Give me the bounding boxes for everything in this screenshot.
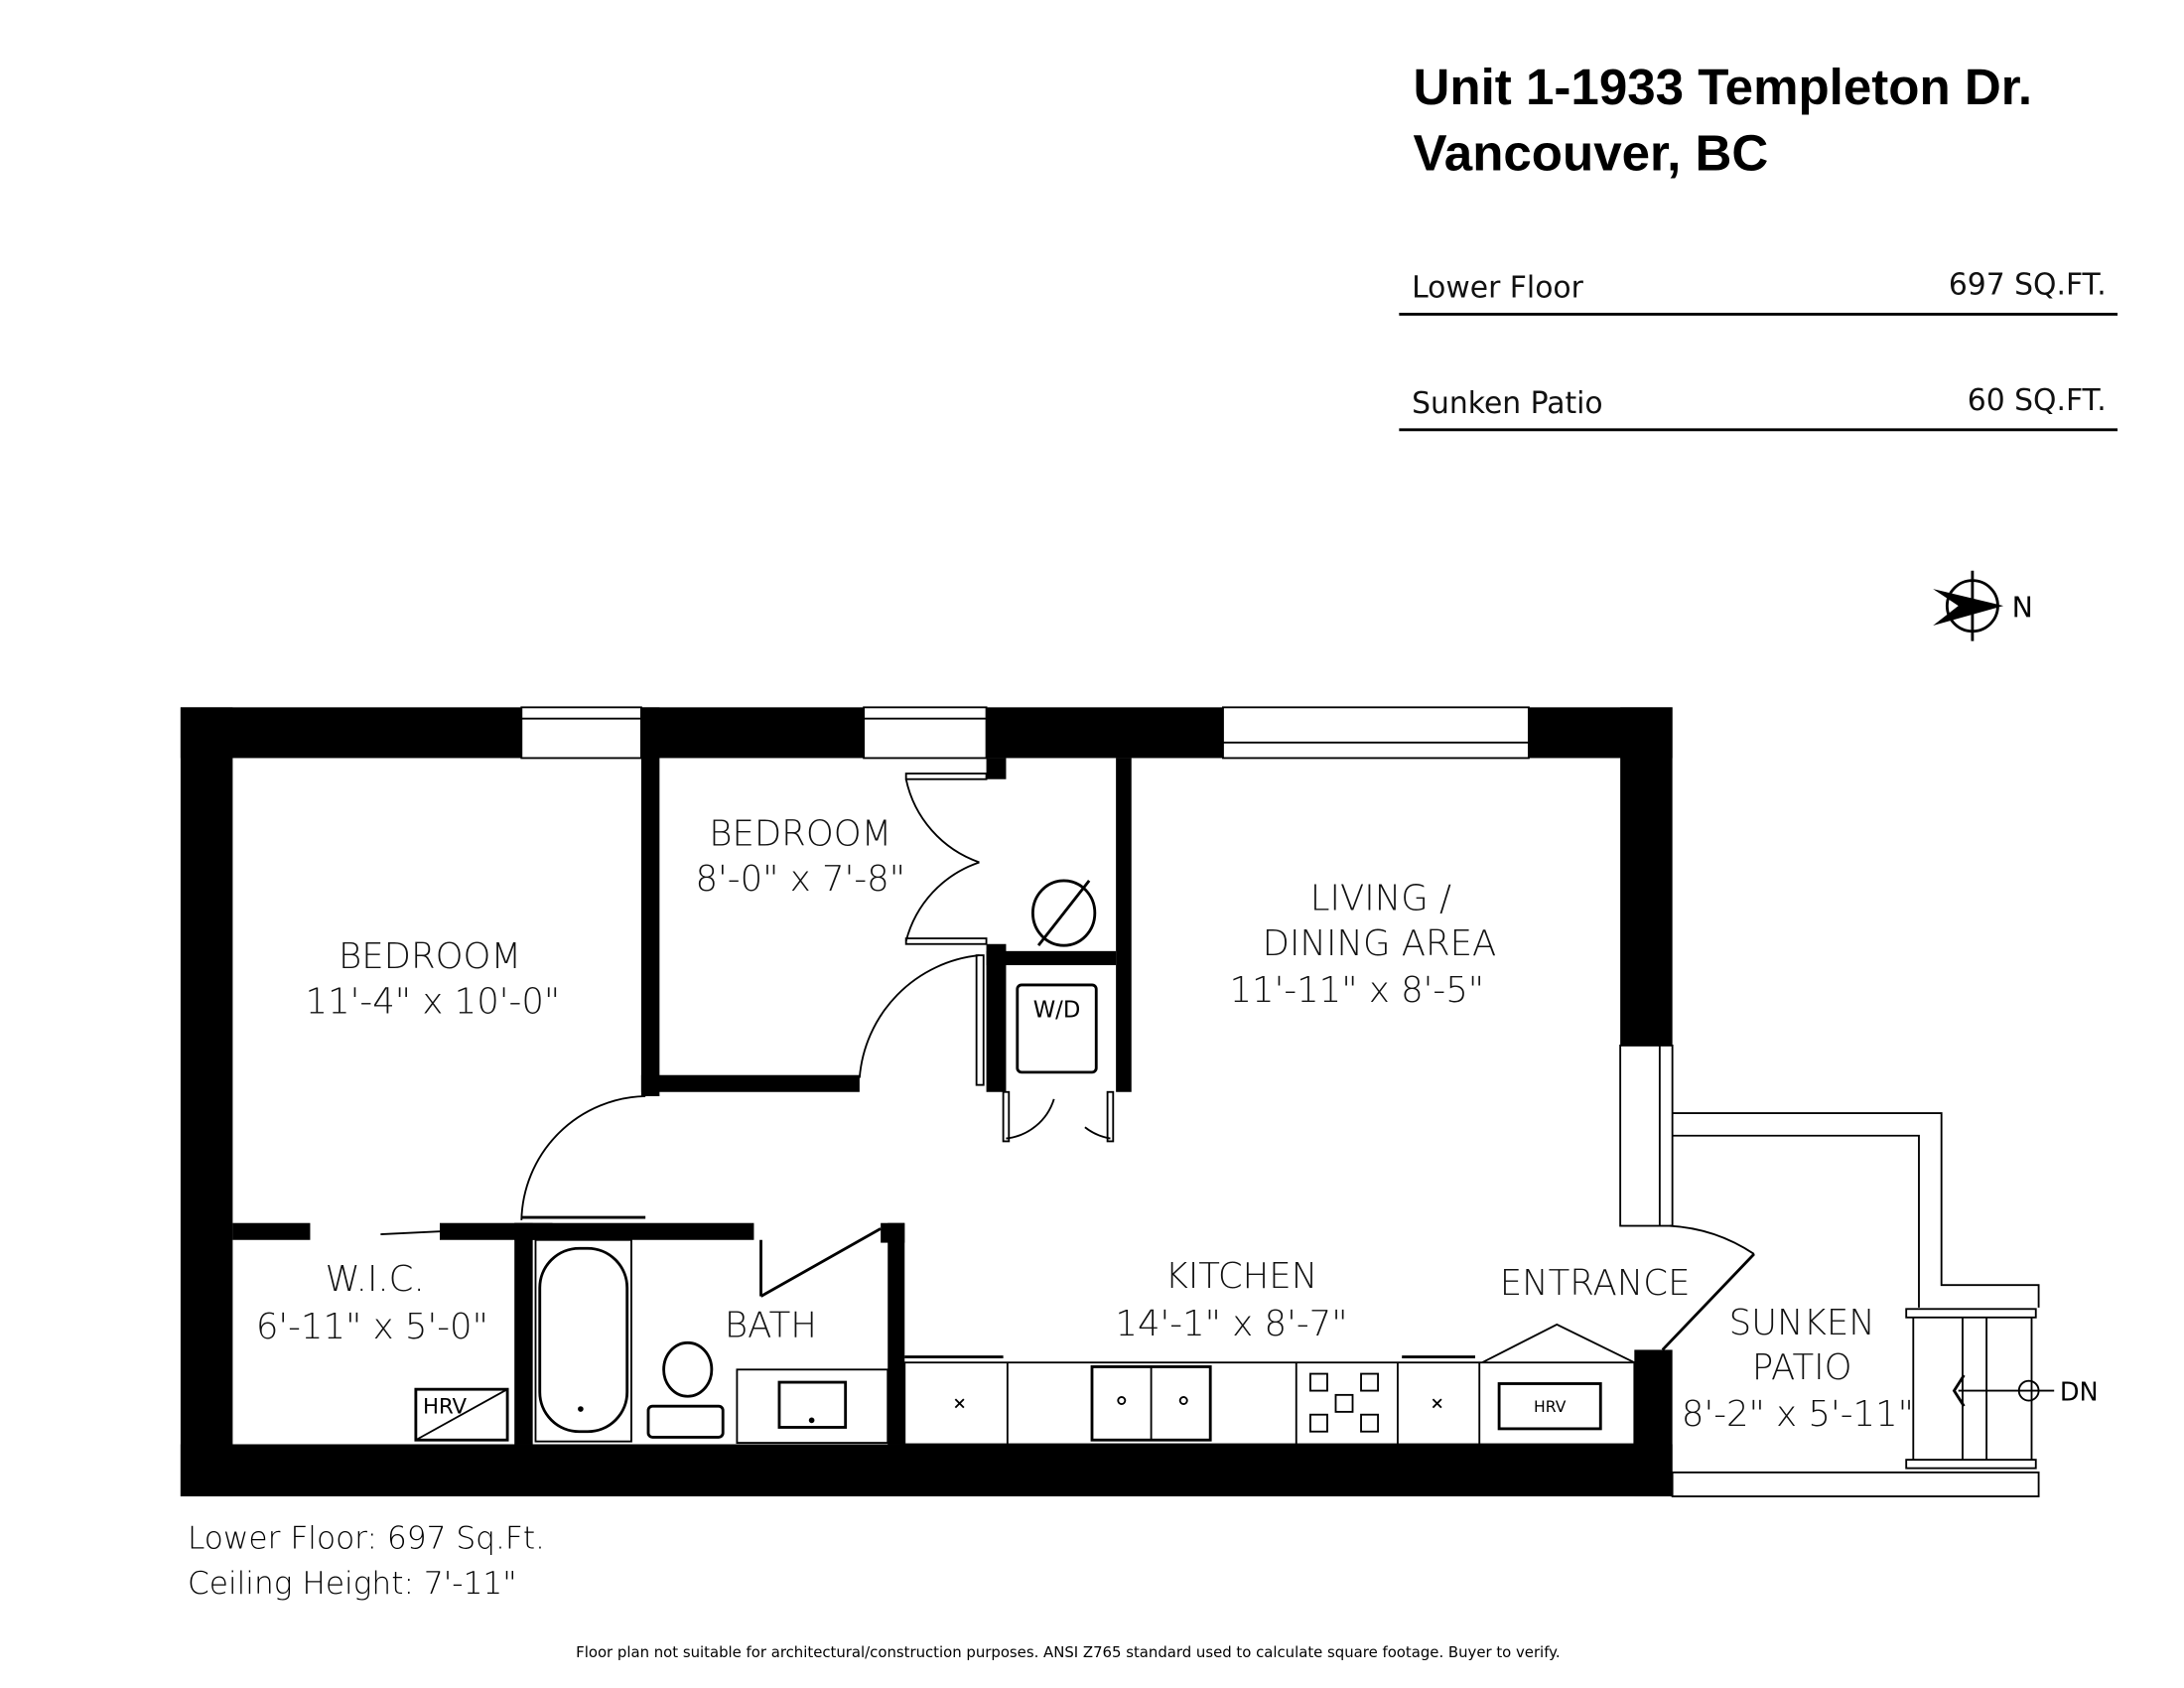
walls [180,707,1673,1497]
living-name-1: LIVING / [1310,879,1451,919]
water-heater-icon [1030,879,1097,947]
wd-label: W/D [1033,998,1081,1024]
windows [520,706,1674,1227]
patio-name-1: SUNKEN [1729,1303,1875,1343]
footer-area: Lower Floor: 697 Sq.Ft. [188,1521,545,1557]
area-value: 697 SQ.FT. [1949,268,2107,303]
area-row-lower-floor: Lower Floor 697 SQ.FT. [1399,268,2118,316]
stove-burners-icon [1309,1372,1379,1433]
area-row-sunken-patio: Sunken Patio 60 SQ.FT. [1399,383,2118,432]
compass-label: N [2012,592,2033,625]
stairs-label: DN [2060,1378,2099,1408]
stairs-down[interactable]: DN [1905,1308,2099,1470]
toilet-icon [646,1340,725,1439]
kitchen-dims: 14'-1" x 8'-7" [1115,1304,1347,1344]
hrv-label: HRV [423,1394,468,1419]
patio-dims: 8'-2" x 5'-11" [1682,1394,1914,1435]
area-label: Sunken Patio [1412,386,1603,421]
doors [380,773,1755,1351]
disclaimer: Floor plan not suitable for architectura… [576,1643,1560,1661]
bedroom1-dims: 11'-4" x 10'-0" [306,981,561,1022]
wic-dims: 6'-11" x 5'-0" [256,1307,488,1347]
bathtub-icon [534,1238,632,1443]
kitchen-counter: HRV [903,1323,1636,1446]
entrance-name: ENTRANCE [1500,1263,1691,1304]
bedroom2-name: BEDROOM [709,813,891,854]
arrow-left-icon [1952,1374,1966,1407]
patio-name-2: PATIO [1752,1347,1852,1388]
bedroom2-dims: 8'-0" x 7'-8" [695,859,905,900]
hrv-label: HRV [1534,1398,1567,1416]
living-dims: 11'-11" x 8'-5" [1229,970,1484,1011]
area-label: Lower Floor [1412,270,1584,305]
bath-sink-icon [736,1368,889,1445]
wic-name: W.I.C. [326,1259,425,1300]
area-value: 60 SQ.FT. [1968,383,2107,418]
bath-name: BATH [725,1306,817,1346]
footer-ceiling: Ceiling Height: 7'-11" [188,1566,517,1602]
title-line-1: Unit 1-1933 Templeton Dr. [1414,59,2033,115]
living-name-2: DINING AREA [1263,923,1497,964]
sunken-patio-outline [1671,1112,2040,1497]
title-line-2: Vancouver, BC [1414,125,1769,182]
wic-hrv: HRV [414,1387,509,1442]
bedroom1-name: BEDROOM [339,936,521,977]
north-compass-icon: N [1933,570,2033,641]
washer-dryer: W/D [1016,983,1098,1074]
kitchen-name: KITCHEN [1165,1256,1318,1297]
